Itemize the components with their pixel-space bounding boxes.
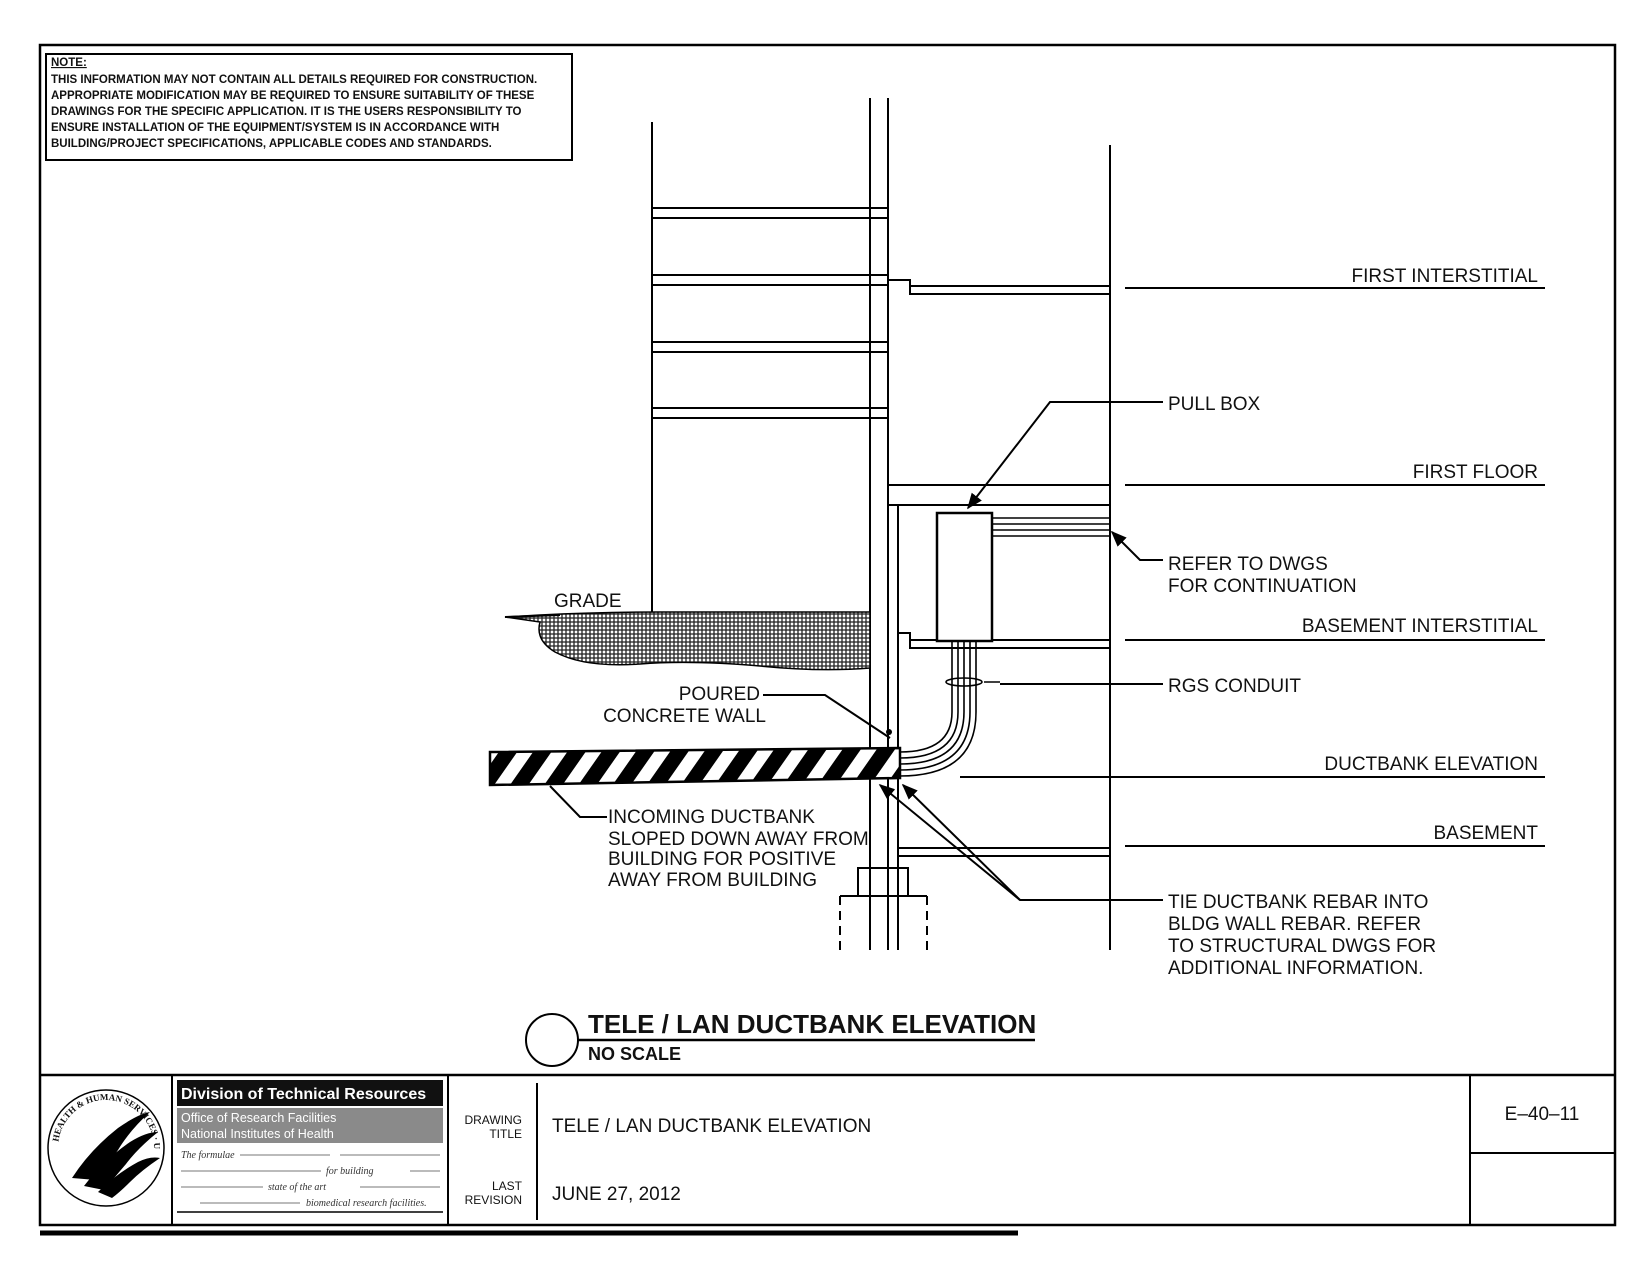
- sheet-number: E–40–11: [1505, 1104, 1580, 1125]
- incoming-ductbank-label: AWAY FROM BUILDING: [608, 870, 817, 891]
- conduit-clamp: [945, 677, 983, 687]
- continuation-conduits: [992, 517, 1110, 537]
- detail-bubble: [525, 1013, 579, 1067]
- note-heading: NOTE:: [51, 57, 87, 69]
- incoming-ductbank-label: BUILDING FOR POSITIVE: [608, 849, 836, 870]
- refer-label-line2: FOR CONTINUATION: [1168, 576, 1357, 597]
- detail-scale: NO SCALE: [588, 1044, 681, 1064]
- hhs-seal-logo: HEALTH & HUMAN SERVICES · USA: [0, 0, 165, 1207]
- poured-concrete-label-line2: CONCRETE WALL: [603, 706, 766, 727]
- tie-rebar-label: ADDITIONAL INFORMATION.: [1168, 958, 1423, 979]
- leader-lines: [549, 401, 1163, 901]
- building-structure: [651, 98, 1111, 950]
- grade-line: [504, 614, 561, 618]
- last-revision-label: REVISION: [465, 1193, 522, 1207]
- drawing-title-value: TELE / LAN DUCTBANK ELEVATION: [552, 1116, 871, 1137]
- rgs-conduit: [899, 641, 977, 777]
- rgs-conduit-label: RGS CONDUIT: [1168, 676, 1301, 697]
- level-lines: [960, 287, 1545, 847]
- tie-rebar-label: BLDG WALL REBAR. REFER: [1168, 914, 1421, 935]
- ductbank: [488, 746, 902, 787]
- note-line: BUILDING/PROJECT SPECIFICATIONS, APPLICA…: [51, 138, 492, 150]
- note-line: DRAWINGS FOR THE SPECIFIC APPLICATION. I…: [51, 106, 522, 118]
- detail-title: TELE / LAN DUCTBANK ELEVATION: [588, 1009, 1036, 1039]
- grade-earth: [504, 611, 871, 671]
- incoming-ductbank-label: SLOPED DOWN AWAY FROM: [608, 829, 869, 850]
- refer-label-line1: REFER TO DWGS: [1168, 554, 1328, 575]
- note-line: THIS INFORMATION MAY NOT CONTAIN ALL DET…: [51, 74, 537, 86]
- title-block: [171, 1075, 1615, 1225]
- drawing-title-label: TITLE: [489, 1127, 522, 1141]
- tie-rebar-label: TO STRUCTURAL DWGS FOR: [1168, 936, 1436, 957]
- level-label-first-floor: FIRST FLOOR: [1413, 462, 1538, 483]
- note-line: APPROPRIATE MODIFICATION MAY BE REQUIRED…: [51, 90, 535, 102]
- formula-text-1: The formulae: [181, 1150, 235, 1161]
- drawing-title-label: DRAWING: [464, 1113, 522, 1127]
- orf-line1: Office of Research Facilities: [181, 1111, 336, 1125]
- poured-concrete-label-line1: POURED: [679, 684, 760, 705]
- orf-bg: [177, 1108, 443, 1143]
- formula-squiggles: [181, 1154, 440, 1204]
- pull-box: [935, 511, 994, 643]
- orf-line2: National Institutes of Health: [181, 1127, 334, 1141]
- formula-text-4: biomedical research facilities.: [306, 1198, 427, 1209]
- sheet-border: [38, 43, 1617, 1227]
- dtr-header-bg: [177, 1080, 443, 1106]
- seal-text: HEALTH & HUMAN SERVICES · USA: [0, 0, 162, 1150]
- incoming-ductbank-label: INCOMING DUCTBANK: [608, 807, 815, 828]
- tie-rebar-label: TIE DUCTBANK REBAR INTO: [1168, 892, 1428, 913]
- note-box: NOTE: THIS INFORMATION MAY NOT CONTAIN A…: [45, 53, 573, 161]
- formula-text-3: state of the art: [268, 1182, 326, 1193]
- level-label-ductbank-elevation: DUCTBANK ELEVATION: [1324, 754, 1538, 775]
- level-label-basement: BASEMENT: [1433, 823, 1538, 844]
- last-revision-value: JUNE 27, 2012: [552, 1184, 681, 1205]
- note-line: ENSURE INSTALLATION OF THE EQUIPMENT/SYS…: [51, 122, 499, 134]
- level-label-basement-interstitial: BASEMENT INTERSTITIAL: [1302, 616, 1538, 637]
- dtr-org-name: Division of Technical Resources: [181, 1086, 426, 1103]
- formula-text-2: for building: [326, 1166, 374, 1177]
- pull-box-label: PULL BOX: [1168, 394, 1261, 415]
- grade-label: GRADE: [554, 591, 622, 612]
- level-label-first-interstitial: FIRST INTERSTITIAL: [1351, 266, 1538, 287]
- last-revision-label: LAST: [492, 1179, 523, 1193]
